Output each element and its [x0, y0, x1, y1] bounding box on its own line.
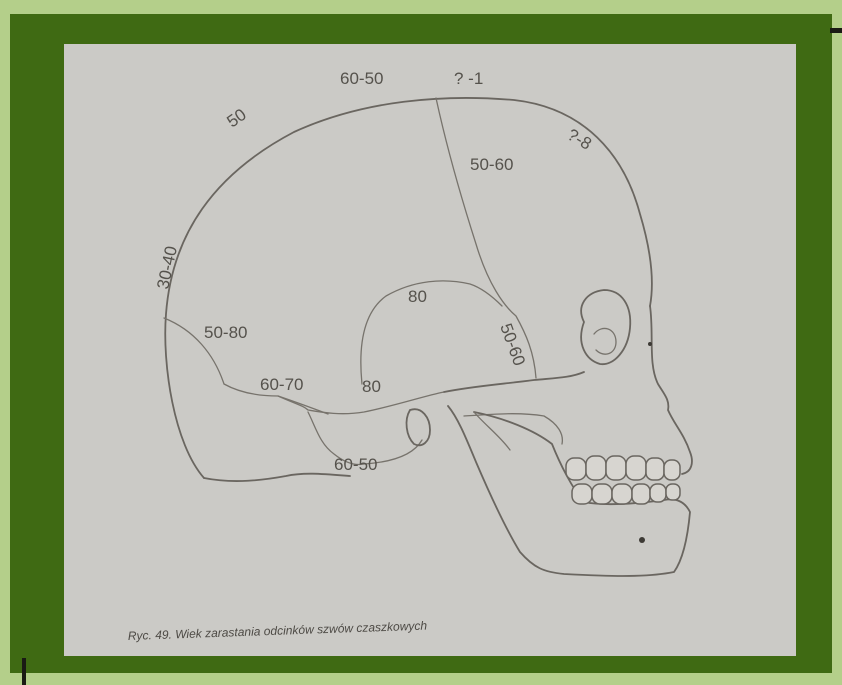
label-coronal-mid: 50-60	[470, 155, 513, 174]
label-mastoid: 60-50	[334, 455, 377, 474]
label-pterion: 50-60	[496, 321, 529, 368]
label-squamosal-top: 80	[408, 287, 427, 306]
ramus	[474, 412, 510, 450]
coronal-suture	[436, 98, 536, 378]
skull-diagram: 60-50 ? -1 50 30-40 ?-8 50-60 50-80 80 5…	[64, 44, 796, 656]
face-profile	[650, 306, 692, 474]
label-lower-mid: 80	[362, 377, 381, 396]
upper-teeth	[566, 456, 680, 480]
label-top-right: ? -1	[454, 69, 483, 88]
label-lambdoid-upper: 30-40	[153, 244, 181, 290]
squamosal-suture	[361, 281, 502, 384]
orbit-inner	[594, 328, 616, 354]
arch-lower	[464, 414, 562, 444]
label-right-upper: ?-8	[564, 125, 595, 154]
orbit	[581, 290, 630, 364]
zygomatic-arch	[444, 372, 584, 392]
mastoid-process	[407, 409, 430, 445]
nasal-mark	[648, 342, 652, 346]
frame-tick-top	[830, 28, 842, 33]
label-lower-left: 60-70	[260, 375, 303, 394]
mental-foramen	[639, 537, 645, 543]
occipital-base	[204, 474, 350, 481]
label-coronal-upper: 50	[223, 105, 249, 131]
frame-tick-left	[22, 658, 26, 685]
label-top-left: 60-50	[340, 69, 383, 88]
lower-teeth	[572, 484, 680, 504]
skull-figure-paper: 60-50 ? -1 50 30-40 ?-8 50-60 50-80 80 5…	[64, 44, 796, 656]
label-occipital: 50-80	[204, 323, 247, 342]
figure-caption: Ryc. 49. Wiek zarastania odcinków szwów …	[128, 619, 428, 643]
